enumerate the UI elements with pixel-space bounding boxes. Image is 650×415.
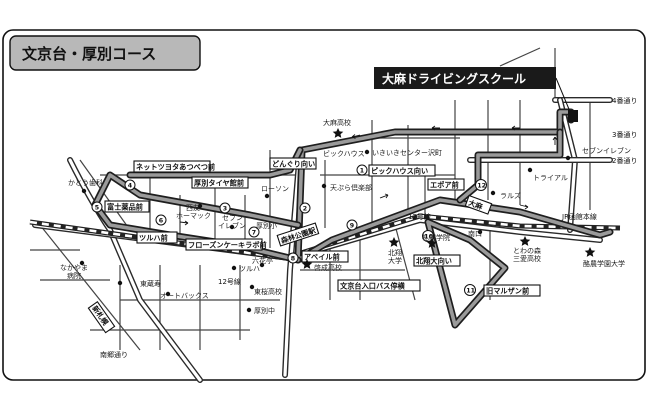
place-nakayama: なかやま [60, 264, 88, 272]
place-tsuruha: ツルハ [239, 265, 260, 273]
place-autobacs: オートバックス [160, 292, 209, 300]
place-homac: ホーマック [176, 212, 211, 220]
waypoint-6: 6 [159, 217, 164, 224]
label-avail: アベイル前 [304, 253, 340, 262]
place-keisei-hs: 啓成高校 [314, 263, 342, 272]
school-name: 大麻ドライビングスクール [382, 71, 526, 86]
waypoint-5: 5 [95, 204, 99, 211]
street-nango: 南郷通り [100, 350, 128, 359]
place-lawson: ローソン [261, 185, 289, 193]
street-3ban: 3番通り [612, 130, 637, 139]
waypoint-2: 2 [303, 205, 307, 212]
place-trial: トライアル [533, 174, 568, 182]
label-tsuruha: ツルハ前 [139, 234, 168, 243]
driving-school: 大麻ドライビングスクール [374, 67, 578, 122]
route-label-boxes: ネットツヨタあつべつ前 厚別タイヤ館前 富士薬品前 ツルハ前 フローズンケーキラ… [104, 157, 541, 297]
place-seven-west-2: イレブン [218, 221, 246, 230]
label-frozencake: フローズンケーキラボ前 [188, 241, 267, 250]
place-atsubetsu-elem: 厚別小 [256, 221, 277, 230]
waypoint-3: 3 [223, 205, 227, 212]
place-seven-east: セブンイレブン [582, 146, 631, 155]
place-toyosha: 東蔵寿 [140, 279, 161, 288]
street-12gou-east: 12号線 [408, 212, 431, 221]
place-markers [79, 128, 596, 313]
place-ikiiki: いきいきセンター沢町 [372, 148, 442, 157]
waypoint-8: 8 [291, 255, 295, 262]
place-hokusho: 北翔 [388, 248, 402, 257]
place-tenpura: 天ぷら倶楽部 [330, 183, 372, 192]
label-bunkyodai-busstop: 文京台入口バス停横 [339, 282, 406, 291]
place-toyotakou: 東桜高校 [254, 287, 282, 296]
label-pickhouse: ピックハウス向い [371, 167, 428, 176]
place-labels: 大麻高校 ビックハウス いきいきセンター沢町 セブンイレブン トライアル ラルズ… [60, 118, 631, 315]
street-4ban: 4番通り [612, 96, 637, 105]
waypoint-1: 1 [360, 167, 364, 174]
label-fujiyakuhin: 富士薬品前 [107, 203, 143, 212]
place-atsubetsu-jhs: 厚別中 [254, 306, 275, 315]
place-seven-west: セブン [222, 213, 243, 222]
school-marker [568, 110, 578, 122]
place-katoh: かとう歯科 [68, 178, 103, 187]
title-banner: 文京台・厚別コース [9, 35, 201, 71]
waypoint-4: 4 [128, 182, 133, 189]
street-2ban: 2番通り [612, 156, 637, 165]
place-oasa-hs: 大麻高校 [323, 118, 351, 127]
place-bighouse: ビックハウス [323, 149, 365, 158]
label-donguri: どんぐり向い [272, 160, 315, 169]
place-rakuno: 酪農学園大学 [583, 259, 625, 268]
place-hokusho-2: 大学 [388, 256, 402, 265]
waypoint-7: 7 [252, 229, 256, 236]
place-sapporo-gakuin: 札幌学院 [422, 233, 450, 242]
place-towanomori-2: 三愛高校 [513, 254, 541, 263]
place-towanomori: とわの森 [513, 246, 541, 255]
map-title: 文京台・厚別コース [22, 45, 156, 63]
place-ralls: ラルズ [500, 191, 521, 200]
waypoint-12: 12 [477, 182, 486, 189]
waypoint-10: 10 [424, 233, 433, 240]
jr-hakodate-line: JR函館本線 [561, 212, 597, 221]
place-nakayama-2: 病院 [67, 271, 81, 280]
street-12gou-west: 12号線 [218, 277, 241, 286]
place-seiyu: 西友 [186, 203, 200, 212]
waypoint-9: 9 [350, 222, 354, 229]
label-epoa: エポア前 [430, 181, 459, 190]
label-tirekan: 厚別タイヤ館前 [194, 179, 244, 188]
label-hokushodai: 北翔大向い [416, 257, 452, 266]
label-marzan: 旧マルザン前 [486, 287, 529, 296]
waypoint-11: 11 [466, 287, 475, 294]
place-rokkatei: 六花亭 [252, 256, 273, 265]
place-nankou: 南口 [468, 229, 482, 238]
waypoints: 1 2 3 4 5 6 7 8 9 10 11 12 [91, 164, 487, 296]
label-nettoyota: ネットツヨタあつべつ前 [136, 163, 215, 172]
